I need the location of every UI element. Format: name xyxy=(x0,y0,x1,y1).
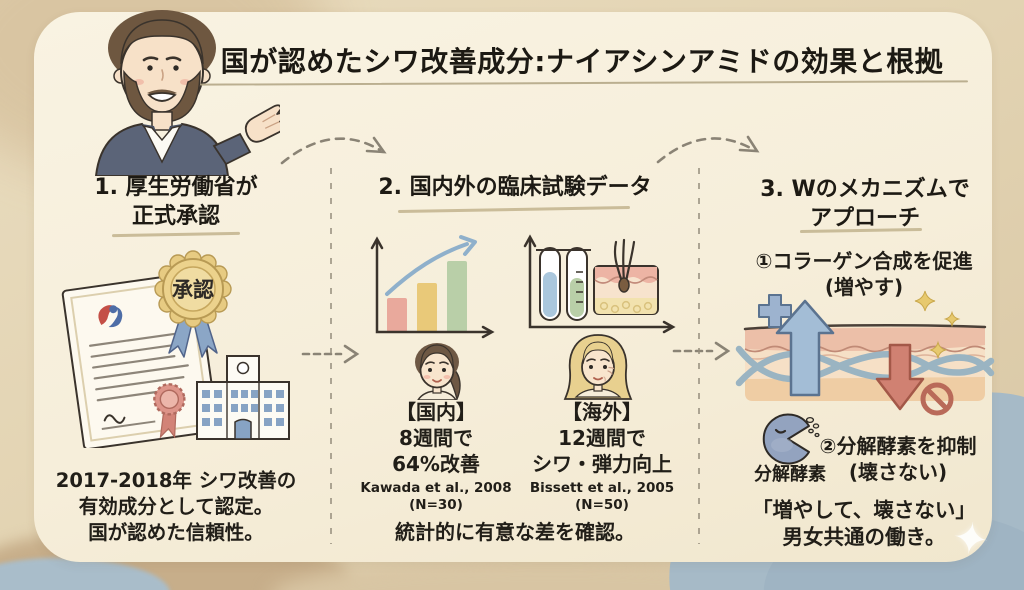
mechanism-point2: ②分解酵素を抑制(壊さない) xyxy=(819,434,977,484)
ministry-logo xyxy=(98,305,123,328)
smile xyxy=(147,92,177,102)
domestic-tag: 【国内】 xyxy=(396,400,476,424)
presenter-man-illustration xyxy=(94,10,280,176)
testtubes-skin-illustration xyxy=(523,234,676,334)
shirt xyxy=(142,124,182,164)
door xyxy=(234,418,252,440)
skin-cross-section xyxy=(593,238,659,315)
growth-arrow xyxy=(385,242,469,296)
curved-dashed-arrow-2 xyxy=(656,137,756,164)
red-rosette xyxy=(153,383,186,439)
domestic-citation: Kawada et al., 2008 (N=30) xyxy=(360,480,512,514)
enzyme-label: 分解酵素 xyxy=(754,464,826,485)
hair xyxy=(120,19,204,65)
government-building xyxy=(196,355,290,440)
test-tube-green xyxy=(563,247,591,321)
white-sparkle-icon: ✦ xyxy=(948,511,993,568)
bar-chart-illustration xyxy=(370,235,495,339)
skin-mechanism-illustration xyxy=(735,290,995,416)
sleeve xyxy=(212,132,252,166)
curved-dashed-arrow-1 xyxy=(280,137,382,165)
domestic-woman-face xyxy=(415,343,461,400)
overseas-study-block: 【海外】 12週間で シワ・弾力向上 Bissett et al., 2005 … xyxy=(518,399,686,515)
mechanism-point1: ①コラーゲン合成を促進(増やす) xyxy=(755,249,973,299)
section3-heading: 3. Wのメカニズムでアプローチ xyxy=(760,177,970,232)
section1-body: 2017-2018年 シワ改善の 有効成分として認定。 国が認めた信頼性。 xyxy=(55,469,297,545)
domestic-study-block: 【国内】 8週間で 64%改善 Kawada et al., 2008 (N=3… xyxy=(358,399,514,515)
overseas-citation: Bissett et al., 2005 (N=50) xyxy=(529,480,675,514)
column-divider-2 xyxy=(698,168,700,544)
down-arrow-icon xyxy=(875,343,925,411)
certificate-illustration: 承認 xyxy=(61,250,290,448)
crumbs xyxy=(805,416,820,438)
up-arrow-icon xyxy=(775,299,835,397)
overseas-woman-face xyxy=(563,334,633,400)
presenting-hand xyxy=(244,104,280,143)
test-tube-blue xyxy=(536,247,564,321)
section2-footer: 統計的に有意な差を確認。 xyxy=(395,520,635,544)
collagen-fibers xyxy=(735,345,995,387)
enzyme-pacman-icon xyxy=(762,413,820,465)
section3-footer: 「増やして、壊さない」男女共通の働き。 xyxy=(752,498,976,550)
page-title: 国が認めたシワ改善成分:ナイアシンアミドの効果と根拠 xyxy=(220,45,944,78)
gold-sparkles xyxy=(914,290,961,360)
section2-heading: 2. 国内外の臨床試験データ xyxy=(378,175,652,200)
hair-follicle xyxy=(618,277,630,293)
prohibition-icon xyxy=(920,382,954,416)
wrinkle-lines xyxy=(607,366,615,375)
column-divider-1 xyxy=(330,168,332,544)
badge-label: 承認 xyxy=(172,278,214,302)
approval-badge: 承認 xyxy=(154,250,232,358)
overseas-tag: 【海外】 xyxy=(562,400,642,424)
section1-heading: 1. 厚生労働省が正式承認 xyxy=(94,175,258,230)
signature xyxy=(103,414,126,424)
